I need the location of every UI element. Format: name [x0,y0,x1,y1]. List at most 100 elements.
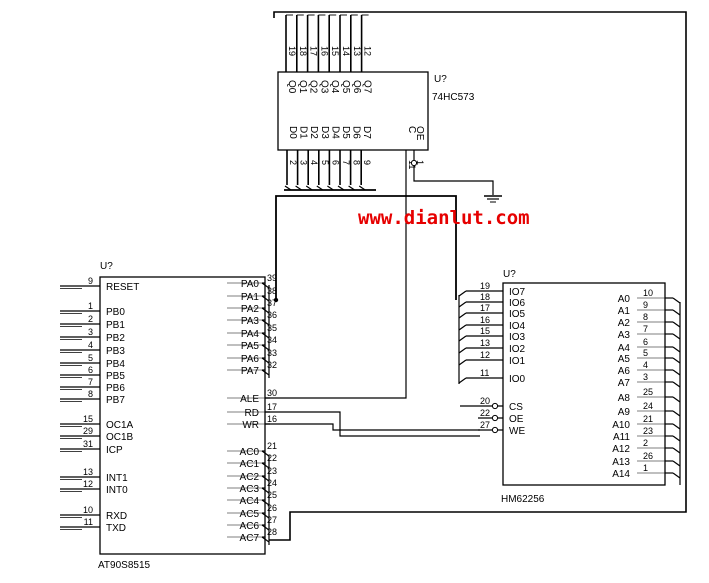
mcu-pin-label: PA1 [241,292,260,303]
latch-ref: U? [434,74,447,85]
mcu-body [99,276,266,555]
mcu-pin-label: ICP [106,445,123,456]
mcu-pin-number: 3 [88,327,93,337]
mcu-pin-label: INT1 [106,473,128,484]
sram-pin-bubble-OE [491,414,499,422]
mcu-pin-number: 37 [267,298,277,308]
latch-pin-label: Q7 [362,80,373,94]
mcu-pin-label: PB4 [106,359,125,370]
mcu-pin-label: PA0 [241,279,260,290]
sram-pin-label: A7 [618,378,631,389]
sram-pin-label: IO3 [509,332,526,343]
sram-bus-entry-A9 [672,410,681,417]
mcu-pin-label: PB5 [106,371,125,382]
sram-bus-entry-A13 [672,460,681,467]
sram-pin-number: 16 [480,315,490,325]
mcu-pin-label: WR [242,420,259,431]
mcu-pin-number: 36 [267,310,277,320]
mcu-pin-label: PB1 [106,320,125,331]
mcu-pin-number: 22 [267,453,277,463]
sram-pin-number: 2 [643,438,648,448]
mcu-pin-number: 35 [267,323,277,333]
mcu-pin-label: AC5 [240,509,260,520]
latch-pin-number: 3 [299,160,309,165]
latch-pin-label: C [406,126,417,133]
mcu-pin-number: 4 [88,340,93,350]
mcu-pin-number: 15 [83,414,93,424]
latch-pin-number: 13 [352,46,362,56]
sram-bus-entry-A0 [672,297,681,304]
sram-bus-entry-IO4 [458,324,467,331]
mcu-pin-label: PB7 [106,395,125,406]
mcu-pin-number: 12 [83,479,93,489]
mcu-pin-number: 24 [267,478,277,488]
mcu-pin-number: 9 [88,276,93,286]
sram-pin-label: A13 [612,457,630,468]
sram-pin-number: 13 [480,338,490,348]
sram-bus-entry-A5 [672,357,681,364]
rd-to-sram-oe [265,411,480,437]
sram-pin-number: 27 [480,420,490,430]
sram-bus-entry-A4 [672,346,681,353]
latch-body [277,71,429,151]
latch-pin-number: 7 [341,160,351,165]
latch-pin-number: 9 [362,160,372,165]
mcu-pin-label: PA5 [241,341,260,352]
mcu-pin-label: OC1B [106,432,134,443]
sram-bus-entry-IO5 [458,312,467,319]
latch-pin-label: Q1 [297,80,308,94]
sram-pin-label: IO0 [509,374,526,385]
mcu-pin-number: 28 [267,527,277,537]
sram-pin-number: 25 [643,387,653,397]
mcu-pin-label: PB3 [106,346,125,357]
mcu-pin-label: RXD [106,511,127,522]
sram-pin-number: 24 [643,401,653,411]
mcu-pin-label: AC7 [240,533,260,544]
sram-bus-entry-A7 [672,381,681,388]
sram-bus-entry-A10 [672,423,681,430]
sram-pin-bubble-CS [491,402,499,410]
mcu-pin-label: PA2 [241,304,260,315]
sram-pin-number: 10 [643,288,653,298]
latch-q-to-sram-addr-bus [269,11,687,541]
mcu-pin-number: 31 [83,439,93,449]
mcu-pin-number: 33 [267,348,277,358]
latch-pin-label: Q4 [329,80,340,94]
sram-pin-number: 21 [643,414,653,424]
sram-pin-label: A10 [612,420,630,431]
latch-pin-label: D7 [361,126,372,139]
sram-body [502,282,666,486]
latch-pin-label: D3 [319,126,330,139]
latch-pin-number: 19 [287,46,297,56]
sram-pin-number: 9 [643,300,648,310]
mcu-pin-number: 39 [267,273,277,283]
sram-pin-number: 20 [480,396,490,406]
sram-pin-label: A9 [618,407,631,418]
sram-bus-entry-IO3 [458,335,467,342]
sram-bus-entry-A6 [672,369,681,376]
sram-pin-label: IO6 [509,298,526,309]
mcu-part: AT90S8515 [98,560,151,571]
mcu-pin-label: OC1A [106,420,134,431]
latch-pin-number: 15 [330,46,340,56]
sram-pin-label: IO7 [509,287,526,298]
mcu-pin-label: AC3 [240,484,260,495]
sram-pin-label: IO1 [509,356,526,367]
mcu-pin-number: 11 [84,517,93,527]
sram-pin-label: CS [509,402,523,413]
latch-pin-number: 8 [352,160,362,165]
sram-pin-label: A8 [618,393,631,404]
sram-pin-label: A11 [613,432,630,443]
mcu-pin-number: 5 [88,353,93,363]
sram-pin-number: 3 [643,372,648,382]
mcu-pin-label: TXD [106,523,126,534]
watermark: www.dianlut.com [358,207,530,229]
sram-pin-number: 8 [643,312,648,322]
latch-pin-label: Q5 [340,80,351,94]
sram-pin-number: 1 [643,463,648,473]
mcu-pin-label: AC2 [240,472,260,483]
mcu-pin-number: 16 [267,414,277,424]
sram-part: HM62256 [501,494,545,505]
mcu-pin-number: 17 [267,402,277,412]
